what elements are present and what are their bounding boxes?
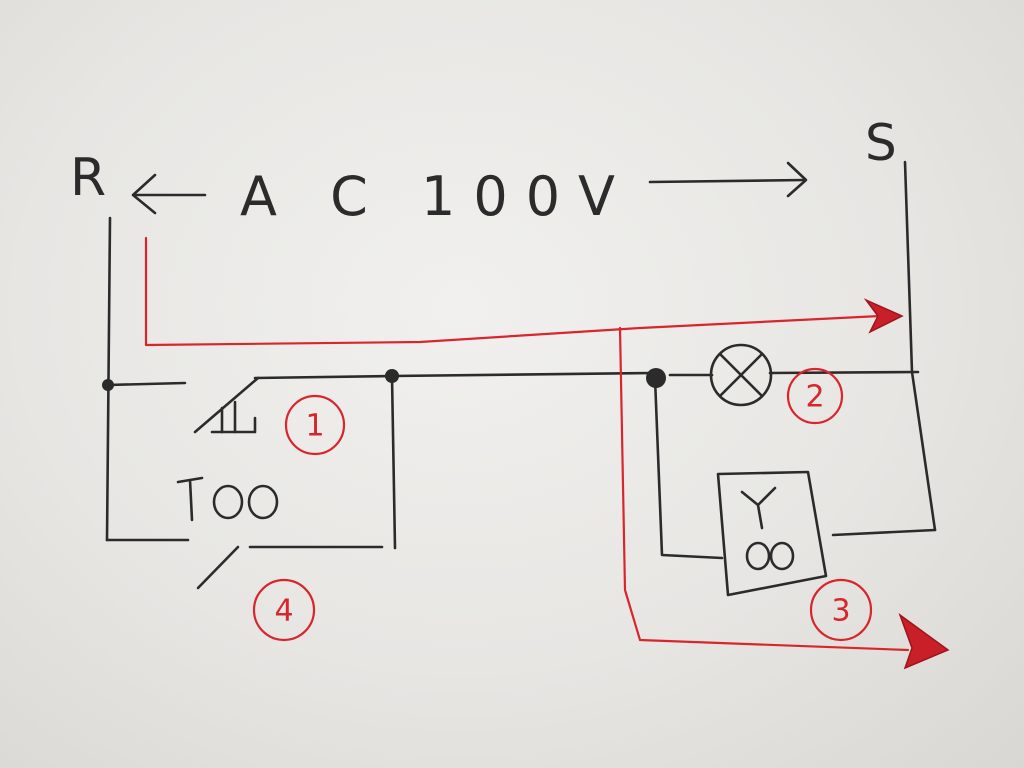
left-arrow-icon <box>131 173 207 215</box>
wire-timer-to-s <box>831 528 937 537</box>
lamp-icon <box>709 343 773 407</box>
label-circle-2: 2 <box>786 367 844 425</box>
red-lower-wire <box>618 326 910 652</box>
junction-dot <box>102 379 114 391</box>
junction-dot <box>385 369 399 383</box>
wire-r-to-switch <box>106 381 187 387</box>
wire-switch-to-lamp <box>253 371 657 380</box>
switch-1-contact <box>193 376 260 434</box>
terminal-r-label: R <box>70 148 106 208</box>
terminal-s-label: S <box>865 114 897 172</box>
label-circle-1: 1 <box>284 394 346 456</box>
red-arrowhead-icon <box>898 612 950 670</box>
s-rail-wire <box>903 160 937 532</box>
wire-to-timer <box>653 376 724 560</box>
relay-contact <box>196 545 240 590</box>
wire-lamp-to-s <box>768 370 920 375</box>
label-number: 3 <box>831 594 850 629</box>
label-number: 2 <box>805 380 824 415</box>
label-circle-3: 3 <box>809 578 873 642</box>
voltage-label: A C 100V <box>240 165 633 228</box>
red-arrowhead-icon <box>863 298 904 334</box>
junction-dot <box>646 368 666 388</box>
wire-junction-down <box>390 374 397 550</box>
label-circle-4: 4 <box>252 578 316 642</box>
red-upper-wire <box>144 236 882 347</box>
right-arrow-icon <box>648 161 808 198</box>
relay-symbol <box>176 476 279 522</box>
timer-box <box>716 470 828 597</box>
label-number: 4 <box>274 594 293 629</box>
label-number: 1 <box>305 409 324 444</box>
r-rail-wire <box>105 216 112 542</box>
